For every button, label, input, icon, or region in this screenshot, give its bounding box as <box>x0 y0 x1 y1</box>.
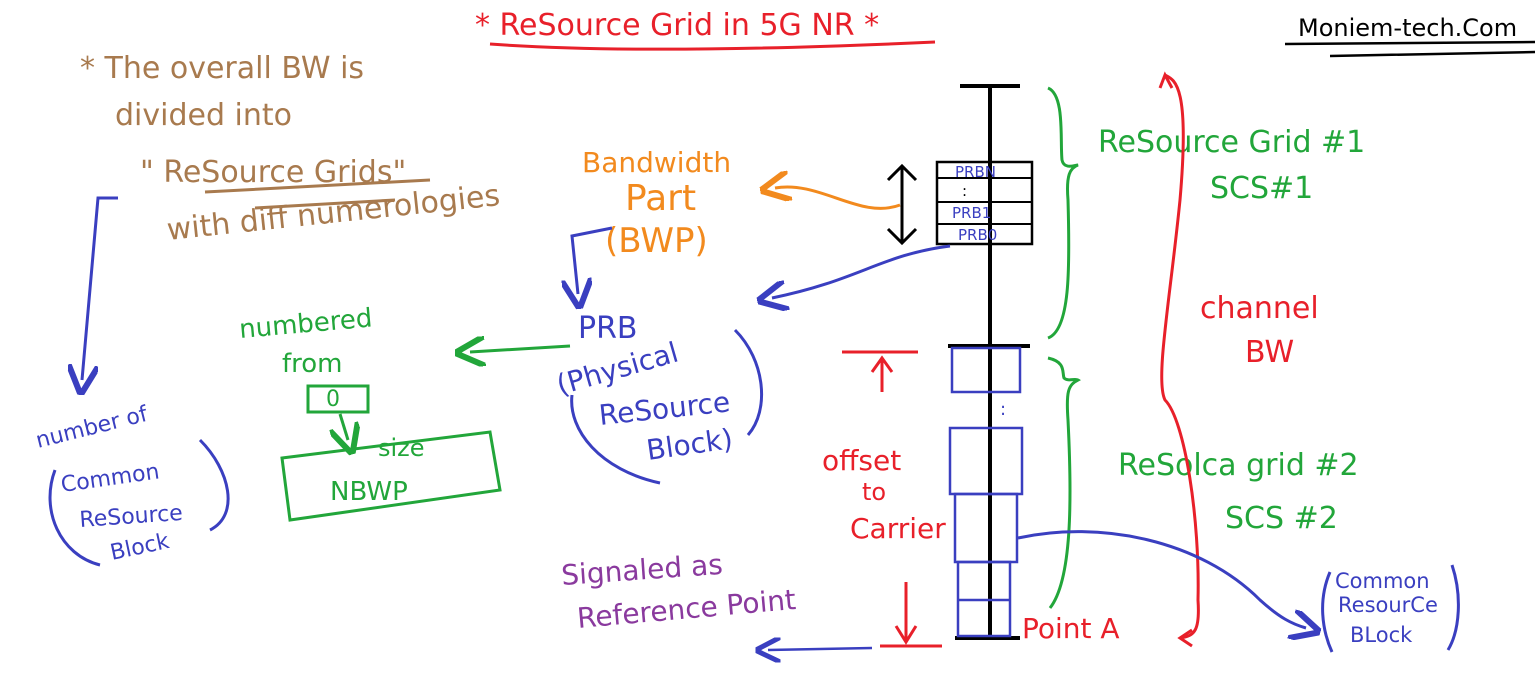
crb-left-line-2: Common <box>59 459 161 498</box>
signaled-arrow <box>768 648 873 650</box>
grid1-blocks <box>935 160 1034 246</box>
channel-bw-bottom-arrowhead <box>1177 628 1193 648</box>
block-label-mid: PRB1 <box>952 204 991 222</box>
grid1-brace <box>1047 86 1079 340</box>
crb-left-bracket-right <box>198 438 230 532</box>
point-a-label: Point A <box>1022 612 1120 645</box>
prb-bracket-right <box>733 328 764 436</box>
bwp-arrow <box>775 187 901 210</box>
crb-right-bracket-right <box>1446 564 1460 651</box>
brand-label: Moniem-tech.Com <box>1298 14 1517 42</box>
crb-right-line-2: ResourCe <box>1338 593 1438 617</box>
block-label-dots: : <box>962 182 967 200</box>
bwp-line-3: (BWP) <box>605 221 708 261</box>
offset-up-arrow <box>870 355 894 392</box>
grid2-scs: SCS #2 <box>1225 501 1338 536</box>
crb-right-line-1: Common <box>1335 569 1430 593</box>
numbered-nbwp: NBWP <box>330 477 408 507</box>
channel-bw-top-arrowhead <box>1158 71 1174 89</box>
diagram-title: * ReSource Grid in 5G NR * <box>475 8 879 43</box>
note-line-1: * The overall BW is <box>80 51 364 86</box>
offset-down-arrow <box>894 582 918 645</box>
crb-left-line-4: Block <box>108 529 172 566</box>
prb0-arrow <box>772 244 951 298</box>
channel-bw-label: BW <box>1245 335 1294 370</box>
grid2-brace <box>1047 356 1081 609</box>
grid2-blocks <box>948 346 1024 638</box>
zero-box <box>306 384 370 414</box>
signaled-line-1: Signaled as <box>560 548 724 592</box>
numbered-zero: 0 <box>326 387 340 412</box>
numbered-size: size <box>378 434 425 462</box>
grid1-scs: SCS#1 <box>1210 171 1313 206</box>
offset-line-2: to <box>862 478 886 506</box>
crb-left-bracket-left <box>48 469 101 567</box>
bwp-to-prb-arrow <box>572 226 613 294</box>
offset-line-3: Carrier <box>850 512 946 545</box>
crb-right-bracket-left <box>1321 571 1334 653</box>
grid1-title: ReSource Grid #1 <box>1098 125 1365 160</box>
block-label-top: PRBN <box>955 163 996 181</box>
note-underline <box>204 178 431 210</box>
crb-left-line-3: ReSource <box>79 501 184 533</box>
signaled-line-2: Reference Point <box>576 583 797 635</box>
grid2-title: ReSolca grid #2 <box>1118 448 1359 483</box>
channel-label: channel <box>1200 291 1319 326</box>
crb-left-line-1: number of <box>33 402 151 454</box>
crb-right-arrow <box>1017 530 1306 628</box>
prb-to-numbered-arrow <box>470 346 571 352</box>
crb-left-arrow <box>82 196 118 380</box>
zero-to-size-arrow <box>340 413 348 440</box>
note-line-2: divided into <box>115 98 292 133</box>
offset-line-1: offset <box>822 444 901 477</box>
title-underline <box>489 40 936 51</box>
grid2-dots: : <box>1000 399 1006 420</box>
bwp-span-arrow <box>886 163 918 246</box>
prb-line-4: Block) <box>644 422 734 467</box>
brand-underline <box>1284 40 1536 58</box>
channel-bw-line <box>1160 73 1200 640</box>
bwp-line-1: Bandwidth <box>582 146 731 179</box>
prb-line-1: PRB <box>578 311 638 346</box>
numbered-line-1: numbered <box>238 303 374 345</box>
bwp-line-2: Part <box>625 178 696 219</box>
size-box <box>280 430 502 522</box>
prb-bracket-left <box>570 394 661 485</box>
block-label-bottom: PRB0 <box>958 226 997 244</box>
numbered-line-2: from <box>282 349 343 379</box>
crb-right-line-3: BLock <box>1350 623 1413 647</box>
